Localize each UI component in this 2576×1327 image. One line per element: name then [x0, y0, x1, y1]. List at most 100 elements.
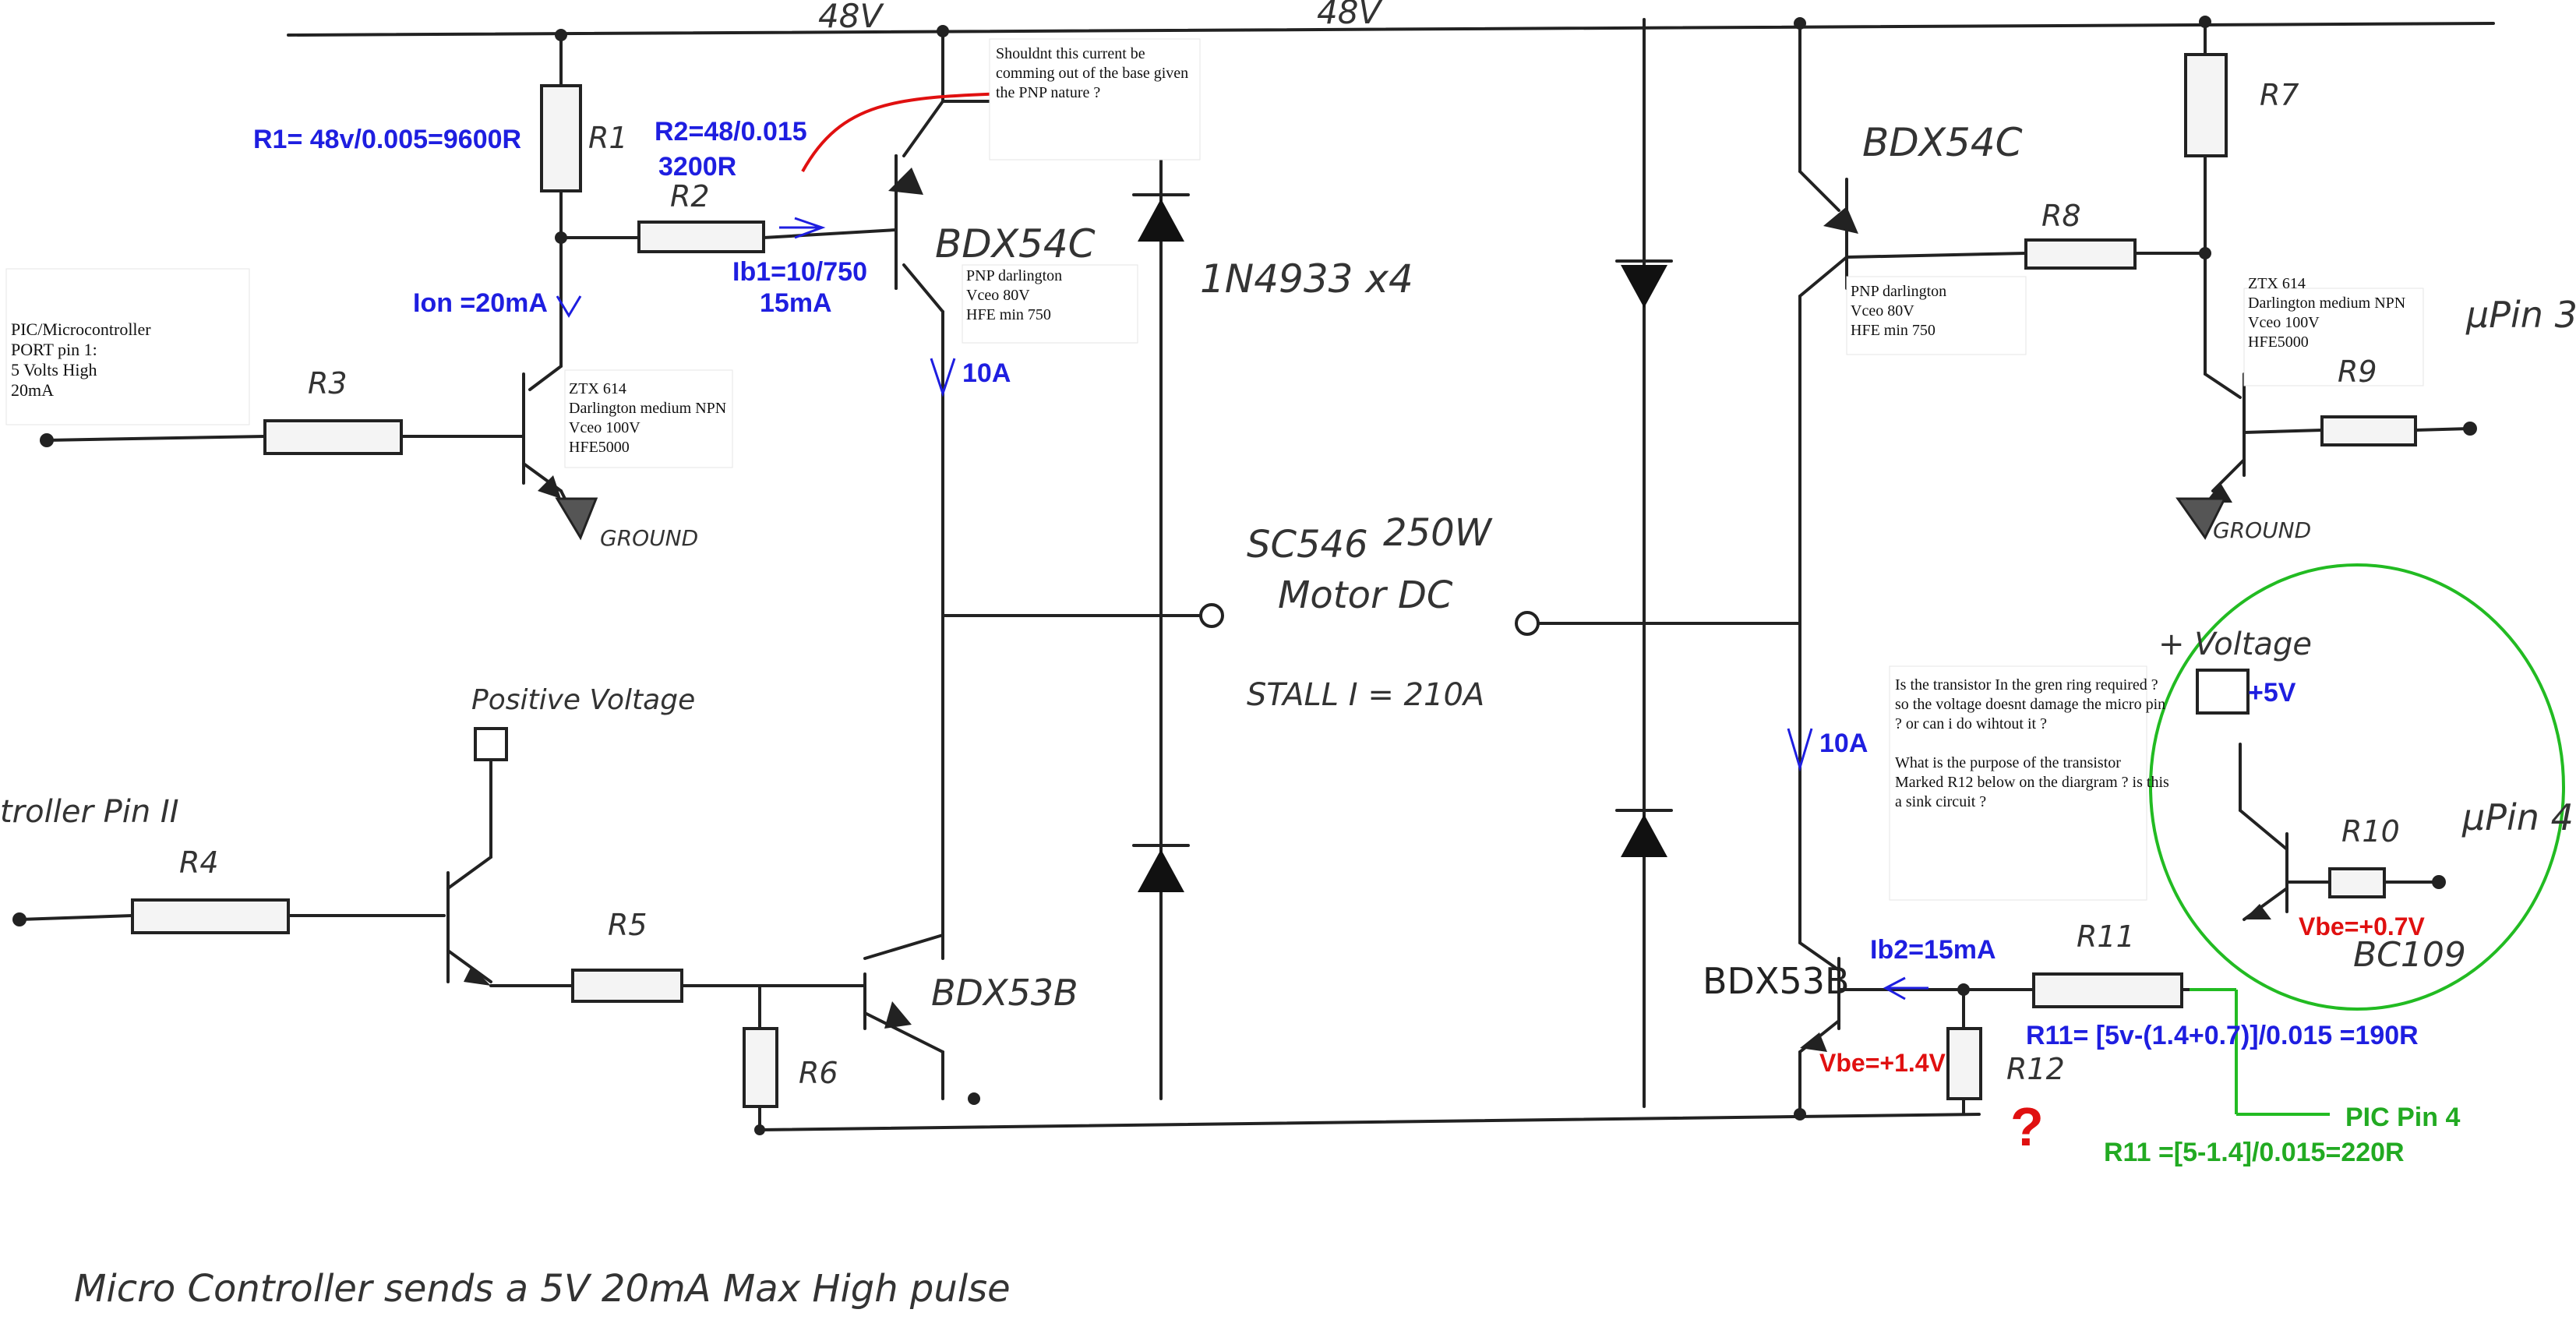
note-line: ZTX 614	[2248, 275, 2306, 292]
vbe14-label: Vbe=+1.4V	[1819, 1049, 1946, 1077]
note-line: Darlington medium NPN	[569, 400, 726, 417]
upin4-label: μPin 4	[2461, 796, 2574, 838]
note-line: 20mA	[11, 380, 54, 400]
note-line: Shouldnt this current be	[996, 45, 1145, 62]
r9-body	[2320, 415, 2417, 446]
bdx54c-left-label: BDX54C	[935, 221, 1096, 266]
note-line: so the voltage doesnt damage the micro p…	[1895, 696, 2165, 713]
pnp-question-note: Shouldnt this current be comming out of …	[996, 45, 1188, 101]
r12-body	[1946, 1027, 1982, 1100]
bdx54c-left-emitter-arrow	[888, 168, 923, 195]
bdx53b-left-emitter-arrow	[884, 1001, 912, 1029]
pnp-right-note: PNP darlington Vceo 80V HFE min 750	[1851, 283, 1946, 339]
r12-label: R12	[2006, 1052, 2065, 1086]
note-line: Vceo 80V	[1851, 302, 1914, 319]
motor-power: 250W	[1383, 511, 1493, 555]
r3-body	[263, 419, 403, 455]
r9-label: R9	[2338, 355, 2377, 389]
r11-calc-green: R11 =[5-1.4]/0.015=220R	[2104, 1138, 2405, 1167]
diode-part-label: 1N4933 x4	[1200, 256, 1413, 302]
r11-label: R11	[2077, 919, 2135, 954]
pnp-right-box	[1846, 276, 2027, 355]
ground-left-icon	[555, 497, 598, 541]
i10a-right-arrow-icon	[1787, 728, 1813, 772]
diode-d1-icon	[1138, 199, 1184, 242]
r6-body	[743, 1027, 778, 1108]
ground-left-label: GROUND	[600, 525, 698, 551]
pic-pin4-wire	[2190, 988, 2330, 1116]
diode-d4-icon	[1621, 814, 1667, 857]
note-line: Vceo 100V	[2248, 314, 2320, 331]
green-ring	[2149, 563, 2565, 1011]
bdx53b-left-label: BDX53B	[931, 972, 1078, 1014]
note-line: What is the purpose of the transistor	[1895, 754, 2121, 771]
vbe07-label: Vbe=+0.7V	[2299, 912, 2426, 941]
bdx53b-right-emitter-arrow	[1800, 1032, 1827, 1052]
note-line: HFE5000	[2248, 334, 2309, 351]
note-line: Marked R12 below on the diargram ? is th…	[1895, 774, 2169, 791]
r1-calc: R1= 48v/0.005=9600R	[253, 125, 521, 154]
ion-arrow-icon	[556, 295, 582, 318]
r2-calc-b: 3200R	[658, 152, 736, 182]
note-line: Vceo 80V	[966, 287, 1030, 304]
rail-48v-right: 48V	[1317, 0, 1383, 31]
rail-48v-left: 48V	[818, 0, 884, 35]
ztx-left-box	[564, 369, 733, 468]
note-line: HFE min 750	[966, 306, 1051, 323]
pnp-left-box	[962, 264, 1138, 344]
bc109-emitter-arrow	[2244, 904, 2271, 919]
ztx-left-note: ZTX 614 Darlington medium NPN Vceo 100V …	[569, 380, 726, 456]
i10a-left-arrow-icon	[930, 358, 956, 397]
note-line: a sink circuit ?	[1895, 793, 1986, 810]
pic-port-box	[5, 268, 250, 425]
junction-dots	[12, 16, 2477, 1135]
r1-body	[540, 84, 582, 192]
ib1-b: 15mA	[760, 288, 832, 318]
r8-body	[2024, 238, 2137, 270]
ground-symbols	[555, 497, 2227, 541]
plus-voltage-label: + Voltage	[2158, 626, 2312, 662]
resistor-bodies	[131, 53, 2417, 1108]
pic-port-note: PIC/Microcontroller PORT pin 1: 5 Volts …	[11, 319, 151, 400]
r6-label: R6	[799, 1056, 838, 1090]
r12-question-mark: ?	[2010, 1096, 2044, 1157]
r3-label: R3	[308, 366, 348, 401]
note-line: HFE5000	[569, 439, 630, 456]
motor-model: SC546	[1247, 523, 1368, 566]
note-line: PNP darlington	[1851, 283, 1946, 300]
r2-calc-a: R2=48/0.015	[655, 117, 807, 146]
note-line: HFE min 750	[1851, 322, 1936, 339]
note-line: PORT pin 1:	[11, 340, 97, 359]
r10-body	[2328, 867, 2386, 898]
ib2-label: Ib2=15mA	[1870, 935, 1996, 965]
motor-stall: STALL I = 210A	[1247, 677, 1484, 713]
i10a-left: 10A	[962, 358, 1011, 388]
ground-right-label: GROUND	[2213, 517, 2311, 543]
bdx53b-right-label: BDX53B	[1703, 960, 1850, 1002]
current-arrows	[556, 217, 1928, 1001]
ion-label: Ion =20mA	[413, 288, 548, 318]
diode-d2-icon	[1138, 849, 1184, 892]
positive-voltage-label: Positive Voltage	[471, 684, 695, 716]
r11-calc: R11= [5v-(1.4+0.7)]/0.015 =190R	[2026, 1021, 2419, 1050]
r7-body	[2184, 53, 2228, 157]
transistor-r4-emitter-arrow	[464, 966, 491, 986]
r5-label: R5	[608, 908, 648, 942]
note-line: ZTX 614	[569, 380, 626, 397]
ztx-right-note: ZTX 614 Darlington medium NPN Vceo 100V …	[2248, 275, 2405, 351]
ztx-left-emitter-arrow	[538, 475, 561, 499]
r1-label: R1	[588, 121, 628, 155]
r8-label: R8	[2041, 199, 2081, 233]
plus5v-label: +5V	[2248, 678, 2296, 708]
r5-body	[571, 969, 683, 1003]
wires	[18, 18, 2495, 1131]
pic-pin4-label: PIC Pin 4	[2345, 1103, 2460, 1132]
r10-label: R10	[2341, 814, 2400, 849]
r2-body	[637, 221, 765, 253]
pnp-question-box	[989, 38, 1201, 161]
green-ring-question-box	[1889, 665, 2147, 901]
r4-label: R4	[179, 845, 219, 880]
transistor-symbols	[464, 154, 2271, 1052]
r11-body	[2032, 972, 2183, 1008]
